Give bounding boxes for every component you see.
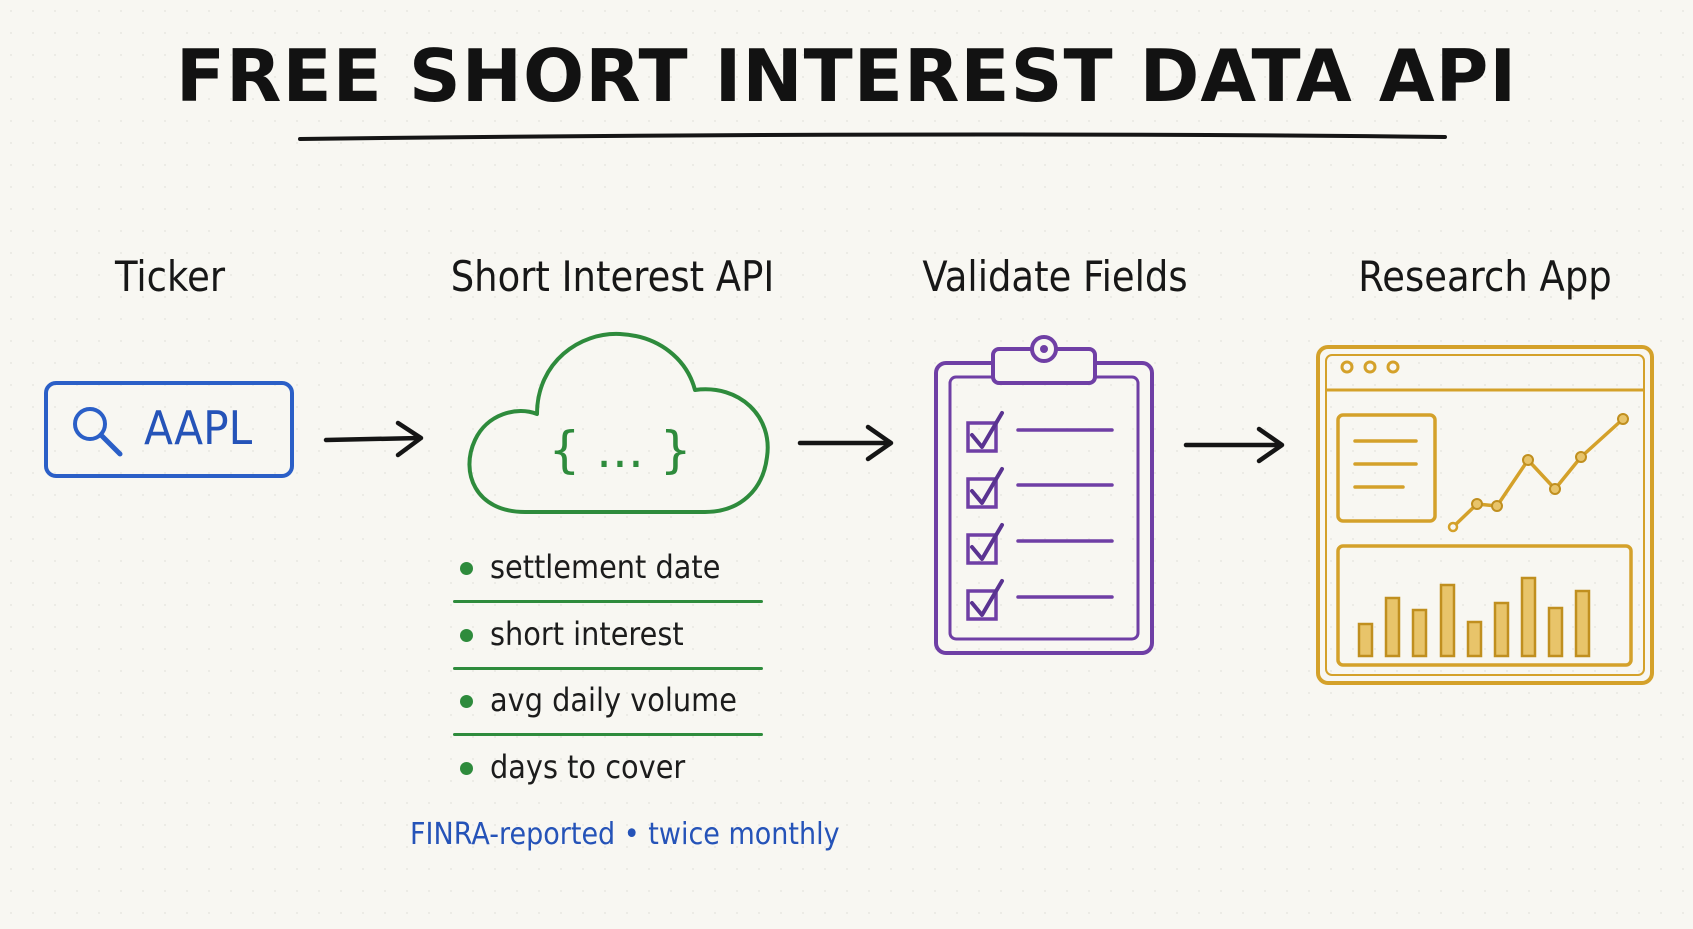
line-chart-icon — [1447, 413, 1629, 533]
checkbox-icon — [966, 467, 1114, 509]
field-short-interest: short interest — [490, 615, 684, 653]
bullet-dot — [460, 629, 473, 642]
text-card-icon — [1336, 413, 1437, 523]
field-divider — [453, 667, 763, 670]
arrow-right-icon — [323, 420, 424, 458]
checkbox-icon — [966, 523, 1114, 565]
browser-window-icon — [1316, 345, 1654, 685]
arrow-right-icon — [1183, 426, 1285, 464]
ticker-value: AAPL — [144, 401, 253, 455]
bar-chart-icon — [1336, 544, 1633, 667]
field-divider — [453, 733, 763, 736]
field-days-to-cover: days to cover — [490, 748, 686, 786]
search-icon — [73, 407, 123, 457]
field-divider — [453, 600, 763, 603]
clipboard-icon — [934, 335, 1154, 655]
field-settlement-date: settlement date — [490, 548, 721, 586]
field-avg-daily-volume: avg daily volume — [490, 681, 737, 719]
source-note: FINRA-reported • twice monthly — [410, 817, 840, 852]
ticker-input[interactable] — [44, 381, 294, 478]
checkbox-icon — [966, 579, 1114, 621]
bullet-dot — [460, 762, 473, 775]
bullet-dot — [460, 562, 473, 575]
page-title: FREE SHORT INTEREST DATA API — [175, 34, 1518, 118]
step-label-app: Research App — [1358, 252, 1612, 301]
json-braces-symbol: { ... } — [548, 421, 692, 479]
step-label-ticker: Ticker — [114, 252, 226, 301]
step-label-validate: Validate Fields — [922, 252, 1188, 301]
step-label-api: Short Interest API — [450, 252, 775, 301]
checkbox-icon — [966, 411, 1114, 453]
bullet-dot — [460, 695, 473, 708]
arrow-right-icon — [797, 424, 894, 462]
cloud-icon — [467, 331, 770, 514]
